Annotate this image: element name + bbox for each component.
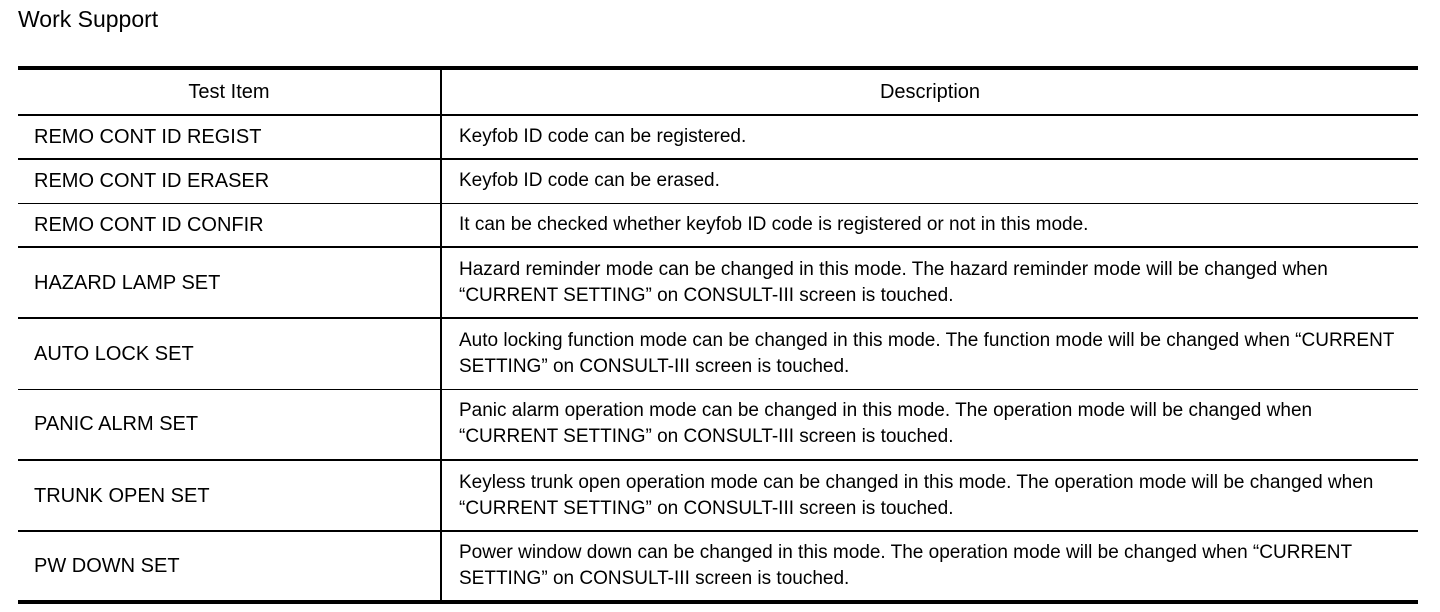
cell-test-item: AUTO LOCK SET — [18, 318, 442, 390]
cell-description: It can be checked whether keyfob ID code… — [441, 203, 1418, 248]
table-row: PANIC ALRM SET Panic alarm operation mod… — [18, 389, 1418, 461]
cell-test-item: REMO CONT ID REGIST — [18, 115, 442, 160]
cell-description: Panic alarm operation mode can be change… — [441, 389, 1418, 461]
table-row: REMO CONT ID ERASER Keyfob ID code can b… — [18, 159, 1418, 204]
column-header-description: Description — [441, 66, 1418, 116]
table-row: HAZARD LAMP SET Hazard reminder mode can… — [18, 247, 1418, 319]
cell-test-item: HAZARD LAMP SET — [18, 247, 442, 319]
cell-test-item: REMO CONT ID ERASER — [18, 159, 442, 204]
cell-test-item: REMO CONT ID CONFIR — [18, 203, 442, 248]
table-header-row: Test Item Description — [18, 66, 1418, 116]
work-support-table: Test Item Description REMO CONT ID REGIS… — [18, 66, 1418, 604]
table-row: AUTO LOCK SET Auto locking function mode… — [18, 318, 1418, 390]
column-header-test-item: Test Item — [18, 66, 442, 116]
table-row: REMO CONT ID REGIST Keyfob ID code can b… — [18, 115, 1418, 160]
cell-description: Hazard reminder mode can be changed in t… — [441, 247, 1418, 319]
cell-test-item: PW DOWN SET — [18, 531, 442, 604]
cell-description: Power window down can be changed in this… — [441, 531, 1418, 604]
cell-description: Keyfob ID code can be registered. — [441, 115, 1418, 160]
cell-test-item: PANIC ALRM SET — [18, 389, 442, 461]
table-body: REMO CONT ID REGIST Keyfob ID code can b… — [18, 115, 1418, 604]
cell-test-item: TRUNK OPEN SET — [18, 460, 442, 532]
cell-description: Auto locking function mode can be change… — [441, 318, 1418, 390]
table-row: TRUNK OPEN SET Keyless trunk open operat… — [18, 460, 1418, 532]
table-header: Test Item Description — [18, 66, 1418, 116]
cell-description: Keyfob ID code can be erased. — [441, 159, 1418, 204]
cell-description: Keyless trunk open operation mode can be… — [441, 460, 1418, 532]
table-row: PW DOWN SET Power window down can be cha… — [18, 531, 1418, 604]
table-row: REMO CONT ID CONFIR It can be checked wh… — [18, 203, 1418, 248]
page-title: Work Support — [18, 6, 159, 32]
